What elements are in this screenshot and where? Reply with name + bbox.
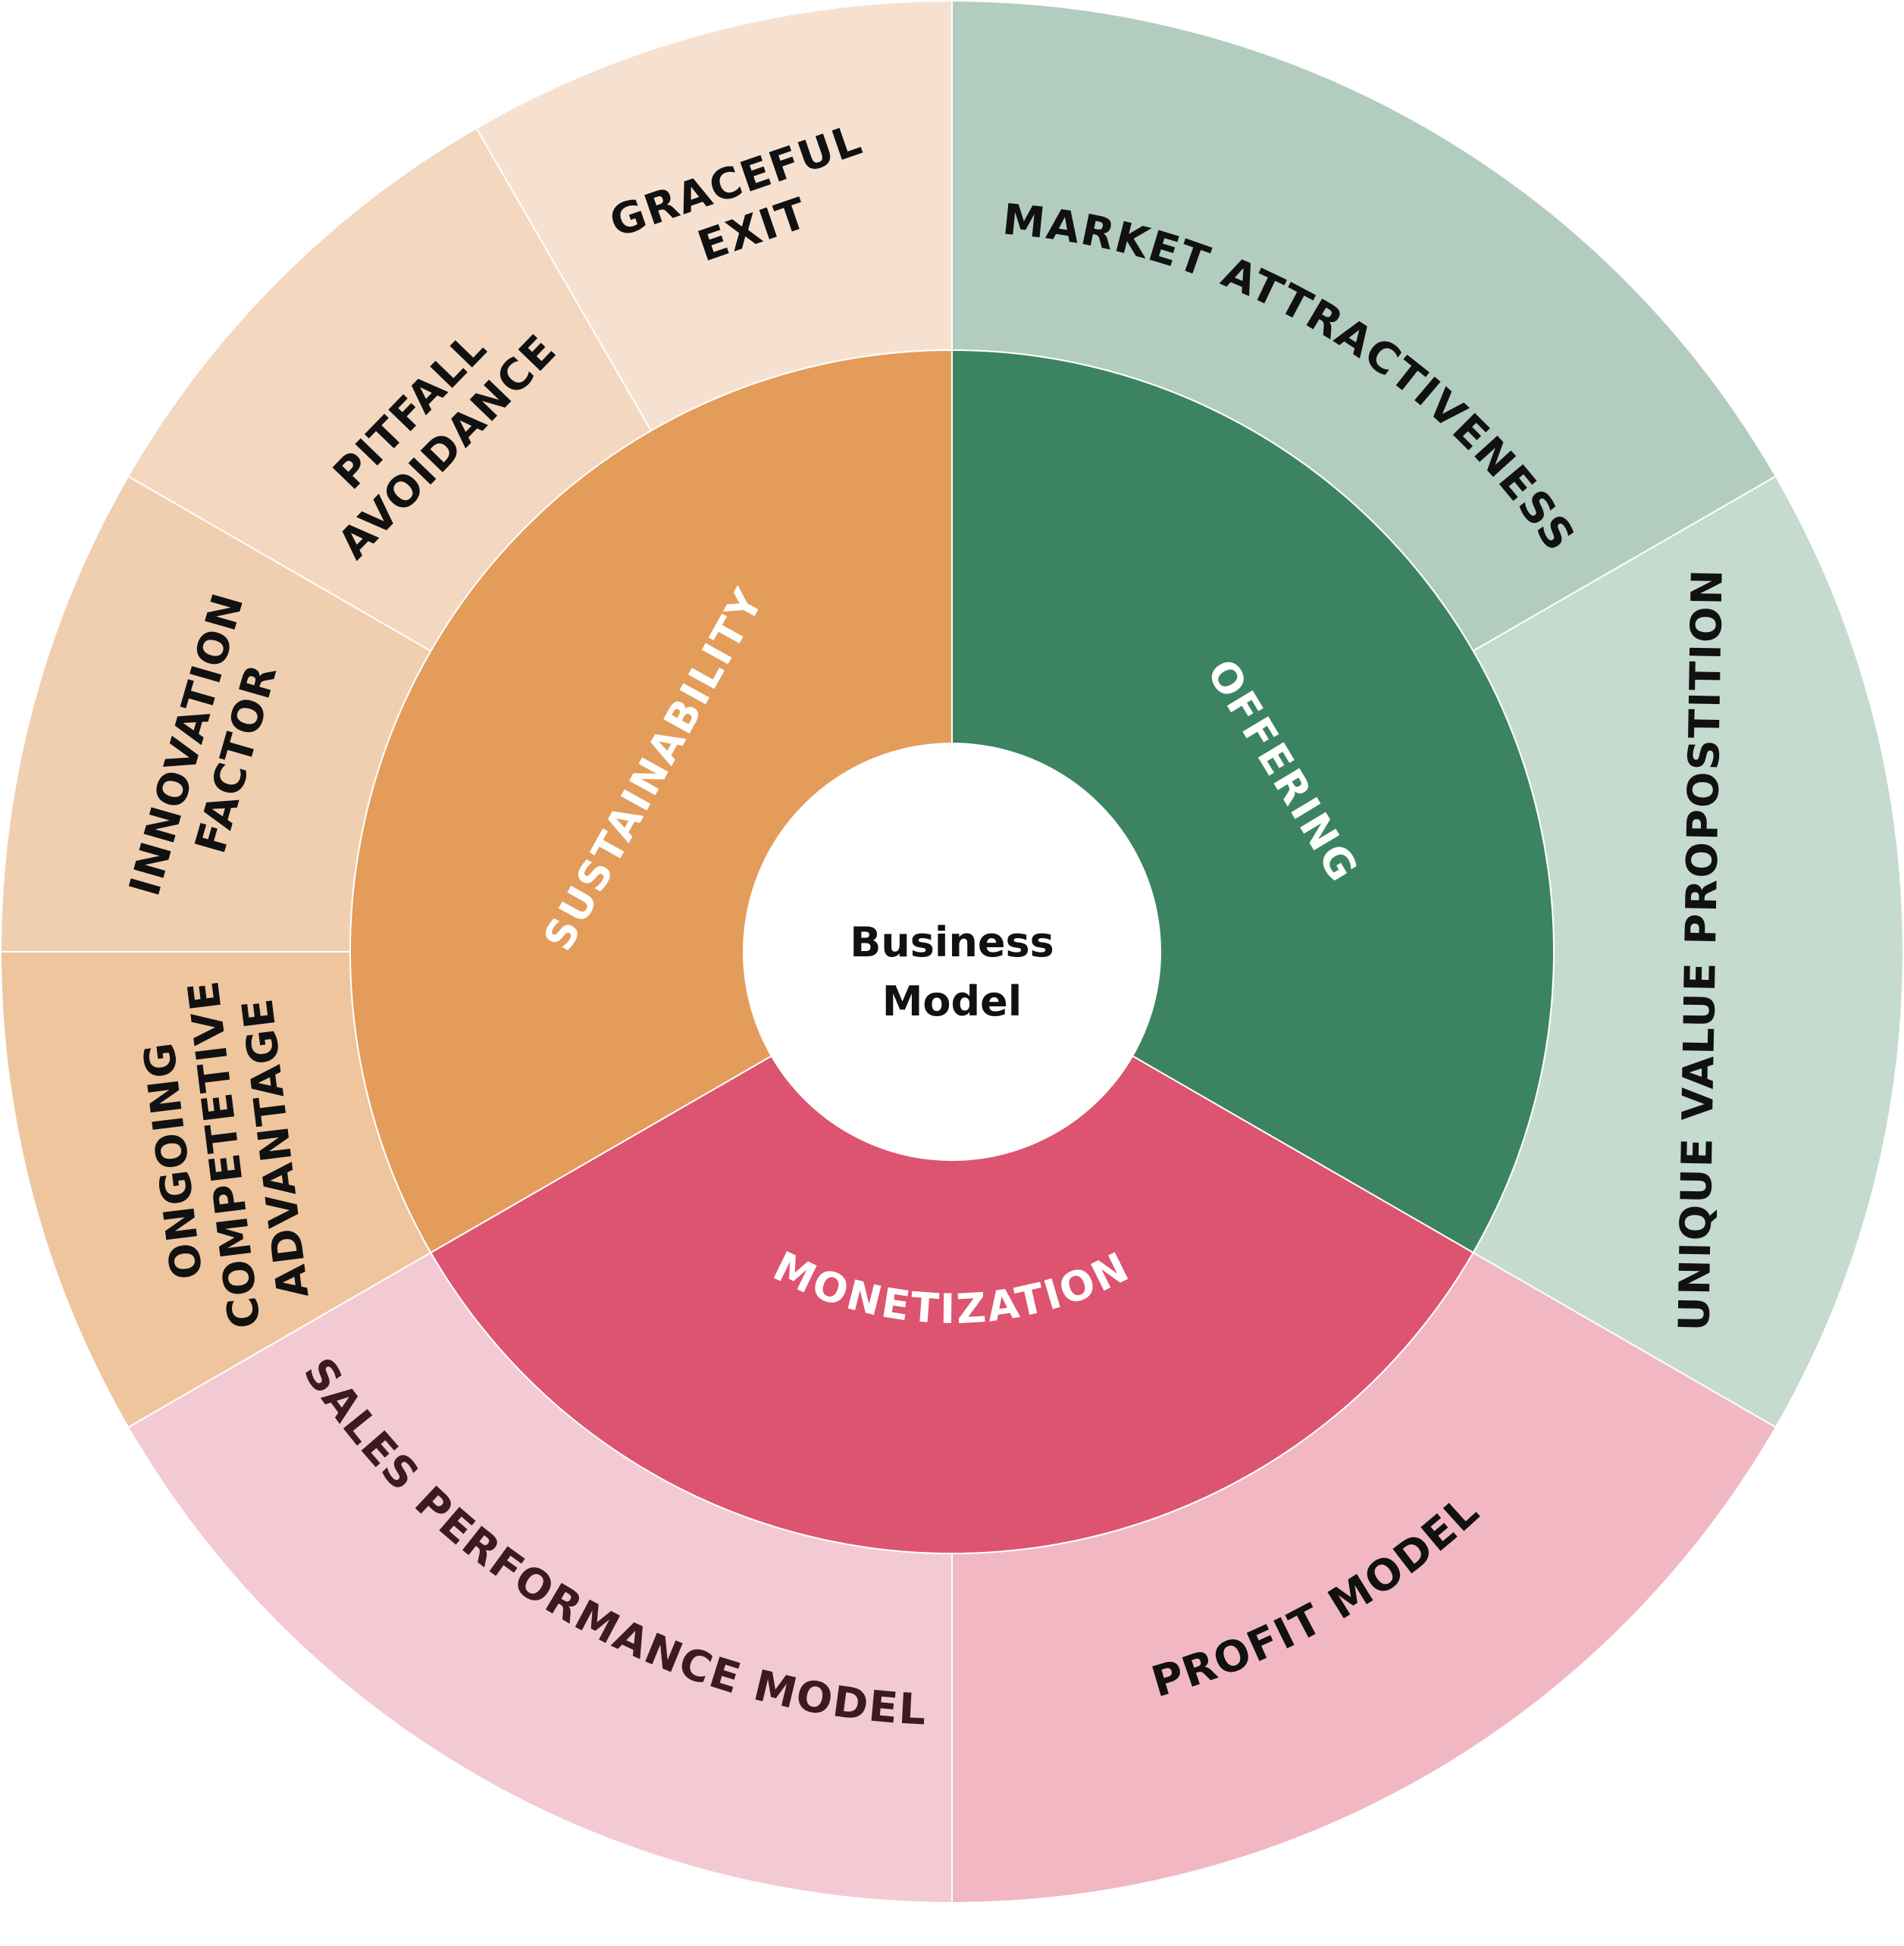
sectors bbox=[0, 0, 1904, 1904]
center-circle bbox=[743, 743, 1161, 1161]
center-label-line2: Model bbox=[882, 978, 1022, 1025]
center-label-line1: Business bbox=[850, 918, 1054, 966]
